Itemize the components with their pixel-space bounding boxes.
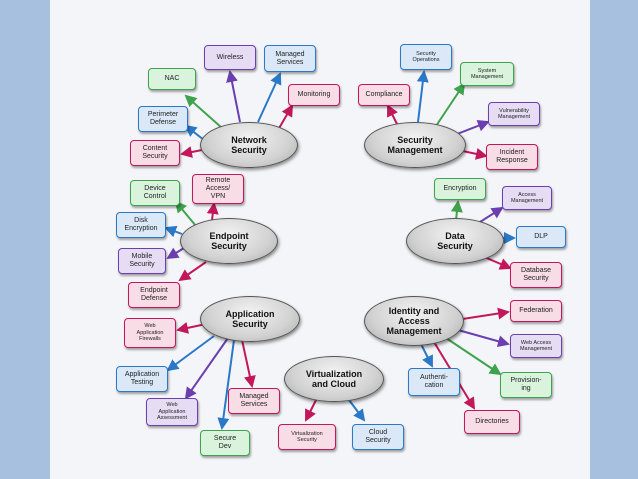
arrow [257, 72, 282, 123]
mobile-security-node: Mobile Security [118, 248, 166, 274]
application-security-hub: Application Security [200, 296, 300, 342]
perimeter-defense-node: Perimeter Defense [138, 106, 188, 132]
arrow [166, 335, 215, 372]
application-testing-node: Application Testing [116, 366, 168, 392]
endpoint-defense-node: Endpoint Defense [128, 282, 180, 308]
monitoring-node: Monitoring [288, 84, 340, 106]
arrow [226, 70, 241, 123]
arrow [206, 202, 219, 221]
arrow [180, 146, 203, 158]
arrow [166, 247, 185, 260]
data-security-hub: Data Security [406, 218, 504, 264]
system-management-node: System Management [460, 62, 514, 86]
encryption-node: Encryption [434, 178, 486, 200]
arrow [178, 261, 207, 282]
arrow [479, 206, 504, 223]
disk-encryption-node: Disk Encryption [116, 212, 166, 238]
arrow [174, 200, 197, 227]
virtualization-security-node: Virtualization Security [278, 424, 336, 450]
directories-node: Directories [464, 410, 520, 434]
virtualization-cloud-hub: Virtualization and Cloud [284, 356, 384, 402]
device-control-node: Device Control [130, 180, 180, 206]
vulnerability-management-node: Vulnerability Management [488, 102, 540, 126]
identity-access-management-hub: Identity and Access Management [364, 296, 464, 346]
managed-services-network-node: Managed Services [264, 45, 316, 72]
arrow [241, 339, 256, 388]
arrow [457, 329, 510, 348]
web-application-assessment-node: Web Application Assessment [146, 398, 198, 426]
secure-dev-node: Secure Dev [200, 430, 250, 456]
authentication-node: Authenti- cation [408, 368, 460, 396]
arrow [416, 70, 429, 123]
database-security-node: Database Security [510, 262, 562, 288]
dlp-node: DLP [516, 226, 566, 248]
compliance-node: Compliance [358, 84, 410, 106]
arrow [217, 339, 235, 430]
security-operations-node: Security Operations [400, 44, 452, 70]
arrow [455, 307, 510, 321]
content-security-node: Content Security [130, 140, 180, 166]
arrow [450, 200, 463, 221]
arrow [419, 341, 433, 368]
arrow [277, 104, 294, 131]
arrow [164, 225, 183, 238]
federation-node: Federation [510, 300, 562, 322]
network-security-hub: Network Security [200, 122, 298, 168]
endpoint-security-hub: Endpoint Security [180, 218, 278, 264]
wireless-node: Wireless [204, 45, 256, 70]
access-management-node: Access Management [502, 186, 552, 210]
arrow [435, 82, 466, 127]
security-management-hub: Security Management [364, 122, 466, 168]
managed-services-application-node: Managed Services [228, 388, 280, 414]
provisioning-node: Provision- ing [500, 372, 552, 398]
incident-response-node: Incident Response [486, 144, 538, 170]
web-application-firewalls-node: Web Application Firewalls [124, 318, 176, 348]
cloud-security-node: Cloud Security [352, 424, 404, 450]
arrow [445, 337, 502, 376]
arrow [184, 94, 223, 129]
nac-node: NAC [148, 68, 196, 90]
arrow [184, 337, 229, 400]
web-access-management-node: Web Access Management [510, 334, 562, 358]
remote-access-vpn-node: Remote Access/ VPN [192, 174, 244, 204]
